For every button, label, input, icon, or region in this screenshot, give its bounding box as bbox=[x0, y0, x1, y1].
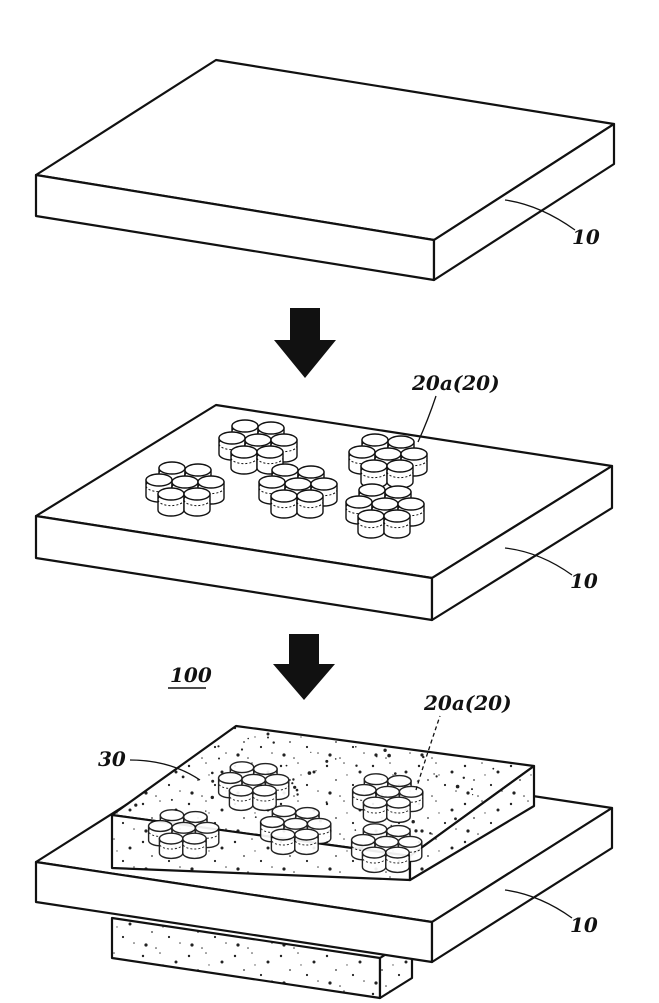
label-encapsulant: 30 bbox=[98, 747, 126, 771]
speckle-dot bbox=[315, 770, 316, 771]
cylinder-element bbox=[384, 510, 410, 538]
speckle-dot bbox=[267, 737, 269, 739]
cylinder-element bbox=[362, 847, 385, 872]
speckle-dot bbox=[387, 754, 391, 758]
cylinder-element bbox=[271, 829, 294, 854]
speckle-dot bbox=[291, 782, 293, 784]
process-arrow-1 bbox=[274, 308, 336, 378]
label-substrate-3: 10 bbox=[570, 913, 598, 937]
speckle-dot bbox=[472, 794, 473, 795]
speckle-dot bbox=[429, 832, 431, 834]
speckle-dot bbox=[414, 829, 417, 832]
speckle-dot bbox=[335, 758, 337, 760]
label-cluster-3: 20a(20) bbox=[423, 691, 512, 715]
cylinder-element bbox=[386, 847, 409, 872]
cylinder-element bbox=[271, 490, 297, 518]
cylinder-element bbox=[183, 833, 206, 858]
leader-line-cluster-2 bbox=[418, 396, 436, 442]
speckle-dot bbox=[383, 749, 386, 752]
label-substrate-1: 10 bbox=[572, 225, 600, 249]
speckle-dot bbox=[296, 789, 299, 792]
speckle-dot bbox=[217, 745, 219, 747]
process-arrow-2 bbox=[273, 634, 335, 700]
speckle-dot bbox=[273, 741, 275, 743]
label-device: 100 bbox=[170, 663, 212, 687]
speckle-dot bbox=[211, 780, 214, 783]
cylinder-element bbox=[297, 490, 323, 518]
speckle-dot bbox=[211, 772, 214, 775]
speckle-dot bbox=[355, 829, 357, 831]
speckle-dot bbox=[433, 773, 434, 774]
speckle-dot bbox=[463, 777, 465, 779]
speckle-dot bbox=[454, 817, 457, 820]
speckle-dot bbox=[241, 748, 243, 750]
speckle-dot bbox=[205, 810, 206, 811]
speckle-dot bbox=[171, 799, 173, 801]
substrate-step2 bbox=[36, 405, 612, 620]
cylinder-element bbox=[253, 785, 276, 810]
speckle-dot bbox=[134, 804, 137, 807]
label-substrate-2: 10 bbox=[570, 569, 598, 593]
cylinder-element bbox=[358, 510, 384, 538]
cylinder-element bbox=[231, 446, 257, 474]
cylinder-element bbox=[229, 785, 252, 810]
label-cluster-2: 20a(20) bbox=[411, 371, 500, 395]
speckle-dot bbox=[326, 801, 328, 803]
speckle-dot bbox=[310, 752, 311, 753]
speckle-dot bbox=[376, 756, 377, 757]
speckle-dot bbox=[394, 772, 397, 775]
speckle-dot bbox=[292, 778, 294, 780]
speckle-dot bbox=[355, 746, 357, 748]
speckle-dot bbox=[293, 786, 296, 789]
speckle-dot bbox=[422, 756, 424, 758]
cylinder-element bbox=[184, 488, 210, 516]
cylinder-element bbox=[158, 488, 184, 516]
cylinder-element bbox=[295, 829, 318, 854]
speckle-dot bbox=[436, 775, 438, 777]
cylinder-element bbox=[387, 460, 413, 488]
speckle-dot bbox=[247, 738, 249, 740]
speckle-dot bbox=[218, 758, 220, 760]
cylinder-element bbox=[159, 833, 182, 858]
speckle-dot bbox=[211, 796, 214, 799]
speckle-dot bbox=[182, 776, 185, 779]
speckle-dot bbox=[456, 785, 460, 789]
cylinder-element bbox=[387, 797, 410, 822]
speckle-dot bbox=[325, 760, 328, 763]
speckle-dot bbox=[355, 765, 357, 767]
speckle-dot bbox=[412, 820, 415, 823]
speckle-dot bbox=[286, 765, 288, 767]
speckle-dot bbox=[471, 788, 473, 790]
speckle-dot bbox=[255, 816, 257, 818]
speckle-dot bbox=[296, 793, 298, 795]
cylinder-element bbox=[363, 797, 386, 822]
substrate-step1 bbox=[36, 60, 614, 280]
speckle-dot bbox=[492, 768, 494, 770]
speckle-dot bbox=[308, 771, 312, 775]
